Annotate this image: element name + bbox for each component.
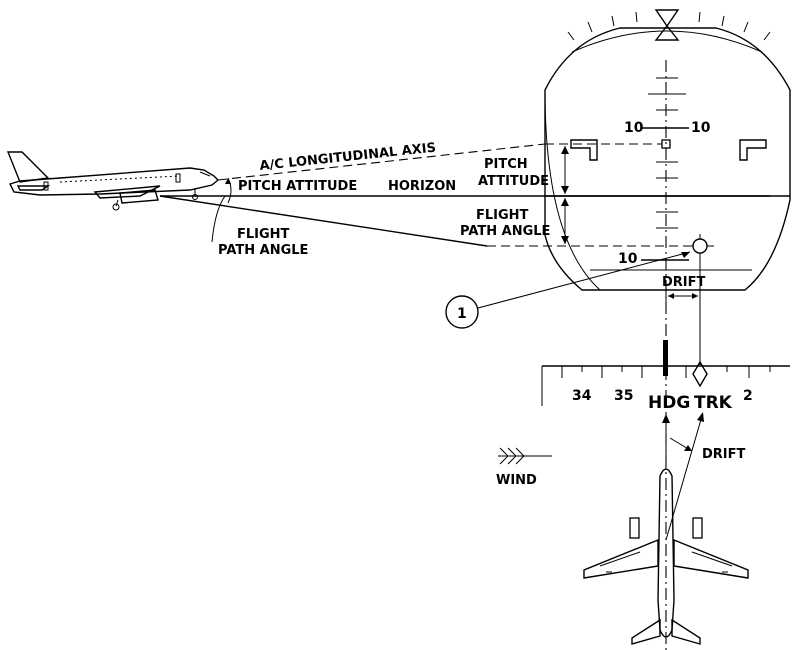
pitch-ten-right: 10 bbox=[691, 120, 711, 136]
pitch-ten-left: 10 bbox=[624, 120, 644, 136]
wind-arrow-icon bbox=[498, 447, 552, 465]
longitudinal-axis-line bbox=[217, 143, 546, 181]
flight-path-angle-pfd-label-2: PATH ANGLE bbox=[460, 224, 550, 239]
wind-label: WIND bbox=[496, 473, 537, 488]
flight-path-angle-side-label-2: PATH ANGLE bbox=[218, 243, 308, 258]
callout bbox=[445, 251, 691, 329]
heading-scale bbox=[541, 340, 790, 406]
pitch-attitude-side-label: PITCH ATTITUDE bbox=[238, 179, 357, 194]
pitch-ten-low: 10 bbox=[618, 251, 638, 267]
ac-longitudinal-axis-label: A/C LONGITUDINAL AXIS bbox=[259, 141, 437, 174]
pitch-attitude-pfd-label-2: ATTITUDE bbox=[478, 174, 549, 189]
horizon-label: HORIZON bbox=[388, 179, 456, 194]
pfd-display bbox=[544, 9, 791, 650]
pitch-arrow-head bbox=[225, 178, 231, 184]
hdg-label: HDG bbox=[648, 393, 690, 413]
dimension-arrows bbox=[561, 146, 569, 244]
heading-tick-35: 35 bbox=[614, 388, 633, 404]
side-view-aircraft bbox=[6, 151, 220, 211]
callout-number: 1 bbox=[457, 306, 467, 322]
fpa-leader bbox=[211, 195, 226, 243]
flight-path-angle-side-label-1: FLIGHT bbox=[237, 227, 290, 242]
drift-bottom-label: DRIFT bbox=[702, 447, 746, 462]
heading-tick-2: 2 bbox=[743, 388, 753, 404]
flight-path-line bbox=[159, 195, 488, 247]
drift-top-label: DRIFT bbox=[662, 275, 706, 290]
heading-tick-34: 34 bbox=[572, 388, 592, 404]
top-view-aircraft bbox=[583, 468, 749, 645]
flight-path-angle-pfd-label-1: FLIGHT bbox=[476, 208, 529, 223]
pitch-attitude-pfd-label-1: PITCH bbox=[484, 157, 528, 172]
trk-label: TRK bbox=[694, 393, 733, 413]
